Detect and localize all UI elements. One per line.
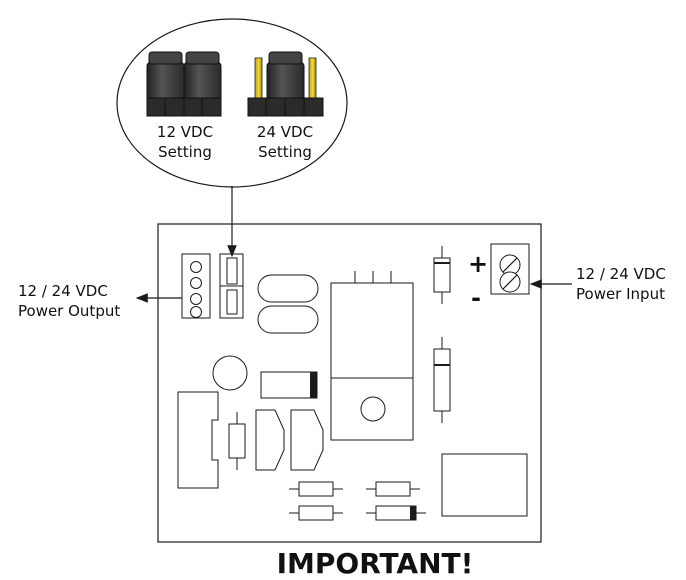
horizontal-resistor-1	[289, 481, 343, 497]
power-output-label: 12 / 24 VDC Power Output	[18, 281, 120, 321]
label-24vdc-line2: Setting	[258, 143, 312, 161]
label-12vdc-line2: Setting	[158, 143, 212, 161]
negative-terminal-sign: -	[471, 284, 481, 312]
label-24vdc-setting: 24 VDC Setting	[246, 122, 324, 162]
important-heading: IMPORTANT!	[276, 547, 474, 580]
label-12vdc-setting: 12 VDC Setting	[148, 122, 222, 162]
oval-component-top	[257, 274, 319, 303]
vertical-resistor	[228, 412, 246, 470]
relay-block	[441, 453, 528, 517]
power-output-line2: Power Output	[18, 302, 121, 320]
output-terminal-block	[181, 253, 211, 319]
input-terminal-block	[490, 243, 530, 295]
rectangular-diode	[260, 371, 318, 399]
pentagon-component-left	[255, 409, 285, 471]
wiring-diagram	[116, 18, 572, 543]
horizontal-resistor-3	[289, 505, 343, 521]
voltage-regulator	[330, 271, 414, 441]
circuit-board	[157, 223, 542, 543]
power-input-line2: Power Input	[576, 285, 665, 303]
power-input-label: 12 / 24 VDC Power Input	[576, 264, 666, 304]
jumper-12vdc-icon	[146, 51, 222, 117]
power-output-line1: 12 / 24 VDC	[18, 282, 108, 300]
board-jumper-header	[219, 253, 244, 319]
label-12vdc-line1: 12 VDC	[156, 123, 214, 141]
round-capacitor	[212, 355, 248, 391]
side-bracket	[177, 391, 219, 489]
jumper-24vdc-icon	[247, 51, 324, 117]
label-24vdc-line1: 24 VDC	[256, 123, 314, 141]
power-input-line1: 12 / 24 VDC	[576, 265, 666, 283]
positive-terminal-sign: +	[468, 250, 489, 278]
horizontal-resistor-2	[366, 481, 420, 497]
pentagon-component-right	[290, 409, 324, 471]
vertical-diode-top	[433, 246, 451, 304]
vertical-diode-bottom	[433, 337, 451, 423]
horizontal-diode-4	[366, 505, 426, 521]
oval-component-bottom	[257, 305, 319, 334]
